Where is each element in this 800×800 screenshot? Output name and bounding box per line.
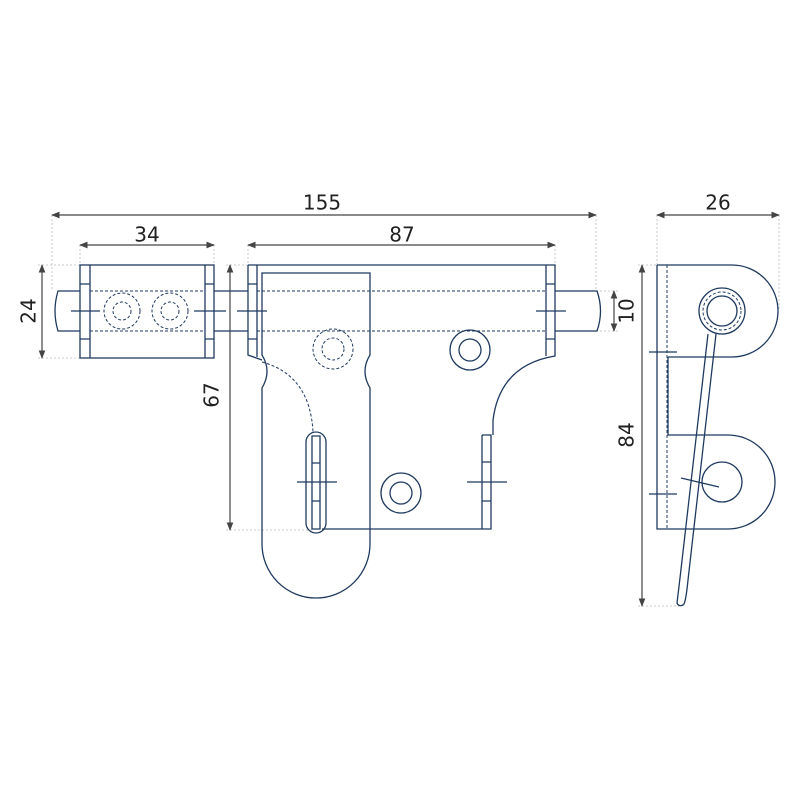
dimension-84: 84	[615, 264, 646, 607]
dimension-34: 34	[79, 223, 215, 249]
dimension-24-label: 24	[17, 298, 41, 323]
dimension-155-label: 155	[303, 191, 341, 215]
bolt-rod	[54, 290, 602, 332]
extension-lines	[38, 215, 780, 607]
dimension-26: 26	[656, 191, 780, 219]
left-bracket	[79, 264, 215, 359]
centerlines	[71, 310, 566, 483]
dimension-87: 87	[247, 223, 556, 249]
dimension-10: 10	[610, 290, 639, 332]
dimension-67-label: 67	[200, 382, 224, 407]
dimension-87-label: 87	[389, 223, 414, 247]
dimension-84-label: 84	[615, 422, 639, 447]
dimension-26-label: 26	[705, 191, 730, 215]
main-plate	[247, 264, 556, 530]
side-view	[649, 264, 779, 607]
dimension-34-label: 34	[134, 223, 159, 247]
dimension-155: 155	[51, 191, 597, 219]
hasp	[261, 272, 371, 599]
dimension-24: 24	[17, 264, 46, 359]
dimension-10-label: 10	[615, 298, 639, 323]
dimension-67: 67	[200, 264, 234, 531]
